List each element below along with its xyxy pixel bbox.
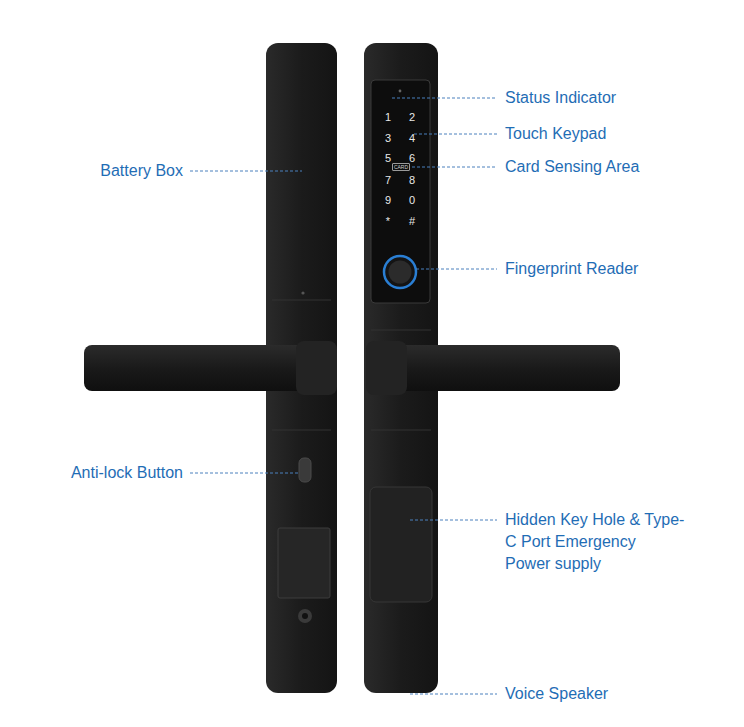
outer-handle: [372, 345, 620, 391]
keypad-key: 2: [409, 111, 415, 123]
indicator-dot: [301, 291, 304, 294]
callout-label: Touch Keypad: [505, 123, 606, 145]
keypad-key: 6: [409, 152, 415, 164]
callout-label: Card Sensing Area: [505, 156, 639, 178]
keypad-key: 3: [385, 132, 391, 144]
key-cover: [370, 487, 432, 602]
callout-label: Voice Speaker: [505, 683, 608, 705]
body-seam: [371, 430, 431, 431]
leader-line: [410, 694, 497, 695]
leader-line: [392, 98, 497, 99]
fingerprint-sensor: [389, 261, 412, 284]
leader-lines: [190, 98, 497, 694]
leader-line: [190, 171, 302, 172]
keypad-key: 7: [385, 174, 391, 186]
callout-label: Fingerprint Reader: [505, 258, 638, 280]
callout-label: Battery Box: [100, 160, 183, 182]
callout-label: Anti-lock Button: [71, 462, 183, 484]
thumb-turn-cover: [278, 528, 330, 598]
screw-hole-inner: [302, 613, 308, 619]
leader-line: [412, 167, 497, 168]
keypad-key: 1: [385, 111, 391, 123]
status-led: [399, 90, 402, 93]
keypad-key: 5: [385, 152, 391, 164]
handle-rose: [296, 341, 337, 395]
keypad-panel: [371, 80, 430, 303]
handle-rose: [366, 341, 407, 395]
body-seam: [371, 330, 431, 331]
keypad-key: 8: [409, 174, 415, 186]
leader-line: [410, 520, 497, 521]
keypad-key: *: [386, 215, 390, 227]
card-symbol: CARD: [392, 163, 410, 171]
leader-line: [416, 269, 497, 270]
keypad-key: 4: [409, 132, 415, 144]
screw-hole: [298, 609, 312, 623]
anti-lock-button: [299, 458, 311, 482]
callout-label: Status Indicator: [505, 87, 616, 109]
leader-line: [190, 473, 299, 474]
keypad-key: #: [409, 215, 415, 227]
keypad-key: 9: [385, 194, 391, 206]
leader-line: [414, 134, 497, 135]
callout-label: Hidden Key Hole & Type-C Port Emergency …: [505, 509, 685, 575]
keypad-key: 0: [409, 194, 415, 206]
fingerprint-ring: [384, 256, 416, 288]
